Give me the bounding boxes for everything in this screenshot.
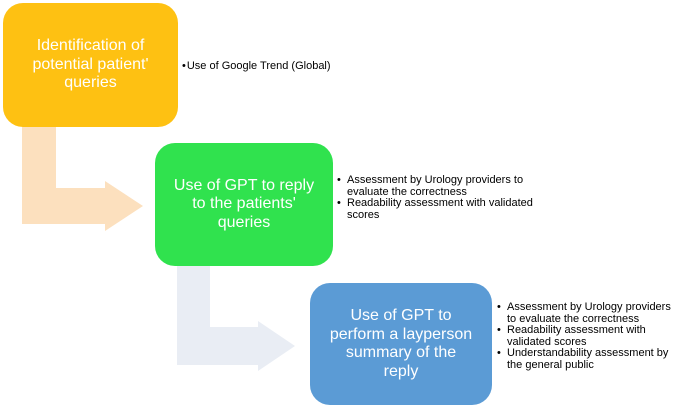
bullet-text: Understandability assessment by the gene… xyxy=(507,347,669,371)
step3-box: Use of GPT to perform a layperson summar… xyxy=(310,283,492,405)
list-item: • Assessment by Urology providers to eva… xyxy=(337,174,547,198)
bullet-text: Assessment by Urology providers to evalu… xyxy=(507,301,671,325)
arrow-step1-to-step2-icon xyxy=(22,126,143,231)
bullet-dot: • xyxy=(497,347,501,359)
bullet-dot: • xyxy=(337,174,341,186)
step2-box: Use of GPT to reply to the patients' que… xyxy=(155,143,333,266)
list-item: • Assessment by Urology providers to eva… xyxy=(497,301,685,325)
bullet-text: Use of Google Trend (Global) xyxy=(186,60,331,72)
step2-label: Use of GPT to reply to the patients' que… xyxy=(173,176,315,231)
list-item: • Use of Google Trend (Global) xyxy=(182,60,357,73)
bullet-dot: • xyxy=(497,301,501,313)
step1-bullet-list: • Use of Google Trend (Global) xyxy=(182,60,357,73)
step1-box: Identification of potential patient' que… xyxy=(3,3,178,127)
bullet-text: Readability assessment with validated sc… xyxy=(347,197,533,221)
bullet-dot: • xyxy=(182,60,186,72)
bullet-text: Readability assessment with validated sc… xyxy=(507,324,646,348)
list-item: • Readability assessment with validated … xyxy=(337,197,547,221)
step3-label: Use of GPT to perform a layperson summar… xyxy=(329,307,473,380)
bullet-dot: • xyxy=(337,197,341,209)
bullet-dot: • xyxy=(497,324,501,336)
step1-label: Identification of potential patient' que… xyxy=(32,37,149,92)
bullet-text: Assessment by Urology providers to evalu… xyxy=(347,174,524,198)
arrow-step2-to-step3-icon xyxy=(177,266,295,371)
list-item: • Readability assessment with validated … xyxy=(497,324,685,348)
step2-bullet-list: • Assessment by Urology providers to eva… xyxy=(337,174,547,221)
step3-bullet-list: • Assessment by Urology providers to eva… xyxy=(497,301,685,371)
list-item: • Understandability assessment by the ge… xyxy=(497,347,685,371)
